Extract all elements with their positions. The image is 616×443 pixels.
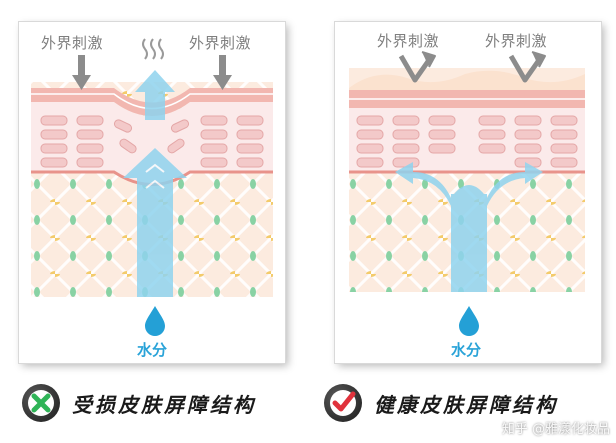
watermark: 知乎 @雅漾化妆品 [501,422,610,437]
healthy-skin-illustration [349,51,585,336]
water-label: 水分 [137,341,168,359]
damaged-skin-illustration [31,38,273,336]
check-icon [324,384,362,422]
stimulus-label-left: 外界刺激 [41,34,104,52]
stimulus-label-left: 外界刺激 [377,32,440,50]
water-retention-arrow [395,162,543,292]
healthy-barrier-caption: 健康皮肤屏障结构 [374,392,558,417]
damaged-barrier-caption: 受损皮肤屏障结构 [72,392,256,417]
stimulus-arrows [72,55,232,90]
cross-icon [22,384,60,422]
stimulus-label-right: 外界刺激 [189,34,252,52]
damaged-skin-panel: 外界刺激 外界刺激 水分 [19,22,285,363]
stimulus-label-right: 外界刺激 [485,32,548,50]
healthy-caption-row: 健康皮肤屏障结构 [324,382,558,424]
healthy-skin-panel: 外界刺激 外界刺激 水分 [335,22,601,363]
skin-cells [40,115,264,168]
skin-cells [356,115,578,168]
water-label: 水分 [451,341,482,359]
evaporation-waves [142,38,164,60]
water-drop-icon [459,306,479,336]
water-drop-icon [145,306,165,336]
stimulus-deflect-arrows [398,51,546,83]
water-loss-arrow [123,70,187,297]
damaged-caption-row: 受损皮肤屏障结构 [22,382,256,424]
